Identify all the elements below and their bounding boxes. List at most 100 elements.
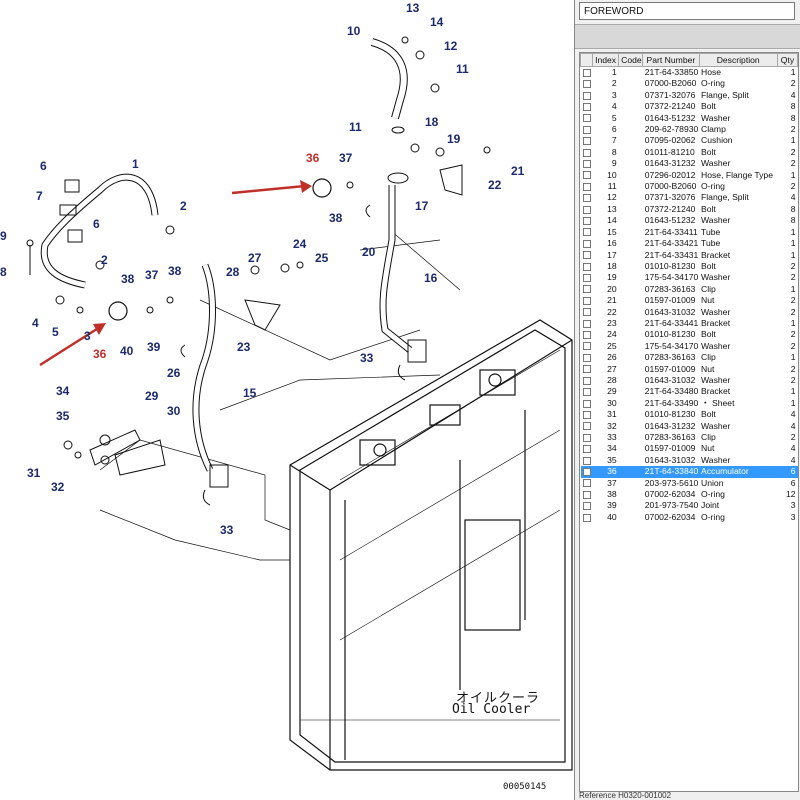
row-checkbox[interactable] bbox=[582, 91, 591, 100]
cell-qty: 4 bbox=[790, 89, 796, 100]
row-checkbox[interactable] bbox=[582, 217, 591, 226]
callout-12: 12 bbox=[444, 39, 458, 53]
row-checkbox[interactable] bbox=[582, 422, 591, 431]
row-checkbox[interactable] bbox=[582, 342, 591, 351]
row-checkbox[interactable] bbox=[582, 114, 591, 123]
row-checkbox[interactable] bbox=[582, 205, 591, 214]
row-checkbox[interactable] bbox=[582, 353, 591, 362]
row-checkbox[interactable] bbox=[582, 148, 591, 157]
row-checkbox[interactable] bbox=[582, 376, 591, 385]
row-checkbox[interactable] bbox=[582, 319, 591, 328]
row-checkbox[interactable] bbox=[582, 251, 591, 260]
row-checkbox[interactable] bbox=[582, 68, 591, 77]
row-checkbox[interactable] bbox=[582, 239, 591, 248]
cell-code bbox=[619, 170, 643, 181]
row-checkbox[interactable] bbox=[582, 80, 591, 89]
row-checkbox[interactable] bbox=[582, 502, 591, 511]
column-header[interactable]: Part Number bbox=[642, 53, 700, 67]
cell-description: Nut bbox=[701, 295, 715, 306]
row-checkbox[interactable] bbox=[582, 365, 591, 374]
row-checkbox[interactable] bbox=[582, 159, 591, 168]
row-checkbox[interactable] bbox=[582, 456, 591, 465]
row-checkbox[interactable] bbox=[582, 433, 591, 442]
row-checkbox[interactable] bbox=[582, 513, 591, 522]
reference-footer: Reference H0320-001002 bbox=[579, 791, 672, 800]
row-checkbox[interactable] bbox=[582, 274, 591, 283]
row-checkbox[interactable] bbox=[582, 490, 591, 499]
row-checkbox[interactable] bbox=[582, 296, 591, 305]
row-checkbox[interactable] bbox=[582, 171, 591, 180]
row-checkbox-cell bbox=[581, 512, 593, 523]
cell-code bbox=[619, 409, 643, 420]
row-checkbox-cell bbox=[581, 352, 593, 363]
row-checkbox[interactable] bbox=[582, 125, 591, 134]
section-title-field[interactable]: FOREWORD bbox=[579, 2, 795, 20]
cell-part-number: 07296-02012 bbox=[644, 169, 696, 180]
callout-14: 14 bbox=[430, 15, 444, 29]
row-checkbox[interactable] bbox=[582, 479, 591, 488]
column-header[interactable]: Code bbox=[618, 53, 644, 67]
row-checkbox[interactable] bbox=[582, 399, 591, 408]
cell-qty: 1 bbox=[790, 169, 796, 180]
column-header[interactable]: Description bbox=[698, 53, 778, 67]
row-checkbox[interactable] bbox=[582, 388, 591, 397]
column-header[interactable]: Qty bbox=[776, 53, 798, 67]
row-checkbox[interactable] bbox=[582, 467, 591, 476]
row-checkbox[interactable] bbox=[582, 194, 591, 203]
column-header[interactable]: Index bbox=[592, 53, 620, 67]
row-checkbox[interactable] bbox=[582, 285, 591, 294]
row-checkbox[interactable] bbox=[582, 445, 591, 454]
column-header[interactable] bbox=[580, 53, 594, 67]
row-checkbox[interactable] bbox=[582, 182, 591, 191]
oil-cooler-frame bbox=[289, 319, 573, 771]
row-checkbox[interactable] bbox=[582, 228, 591, 237]
row-checkbox[interactable] bbox=[582, 308, 591, 317]
row-checkbox[interactable] bbox=[582, 410, 591, 419]
row-checkbox[interactable] bbox=[582, 137, 591, 146]
row-checkbox[interactable] bbox=[582, 262, 591, 271]
row-checkbox[interactable] bbox=[582, 331, 591, 340]
row-checkbox[interactable] bbox=[582, 102, 591, 111]
